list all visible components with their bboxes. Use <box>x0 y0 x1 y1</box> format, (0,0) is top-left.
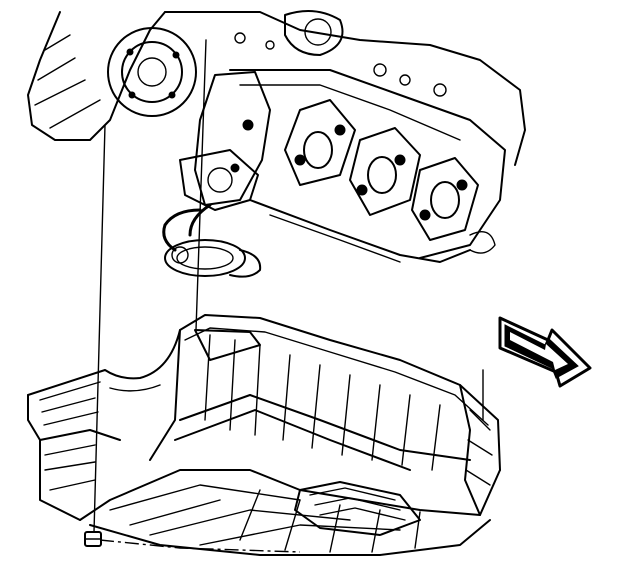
oil-pan-bolt <box>84 531 102 547</box>
front-direction-arrow <box>498 316 592 388</box>
engine-block <box>27 10 526 263</box>
bolt-alignment-line <box>93 124 106 533</box>
alignment-lines <box>93 39 484 533</box>
pan-alignment-line <box>195 39 207 331</box>
oil-pickup-tube <box>162 203 262 278</box>
oil-pan <box>27 314 501 556</box>
